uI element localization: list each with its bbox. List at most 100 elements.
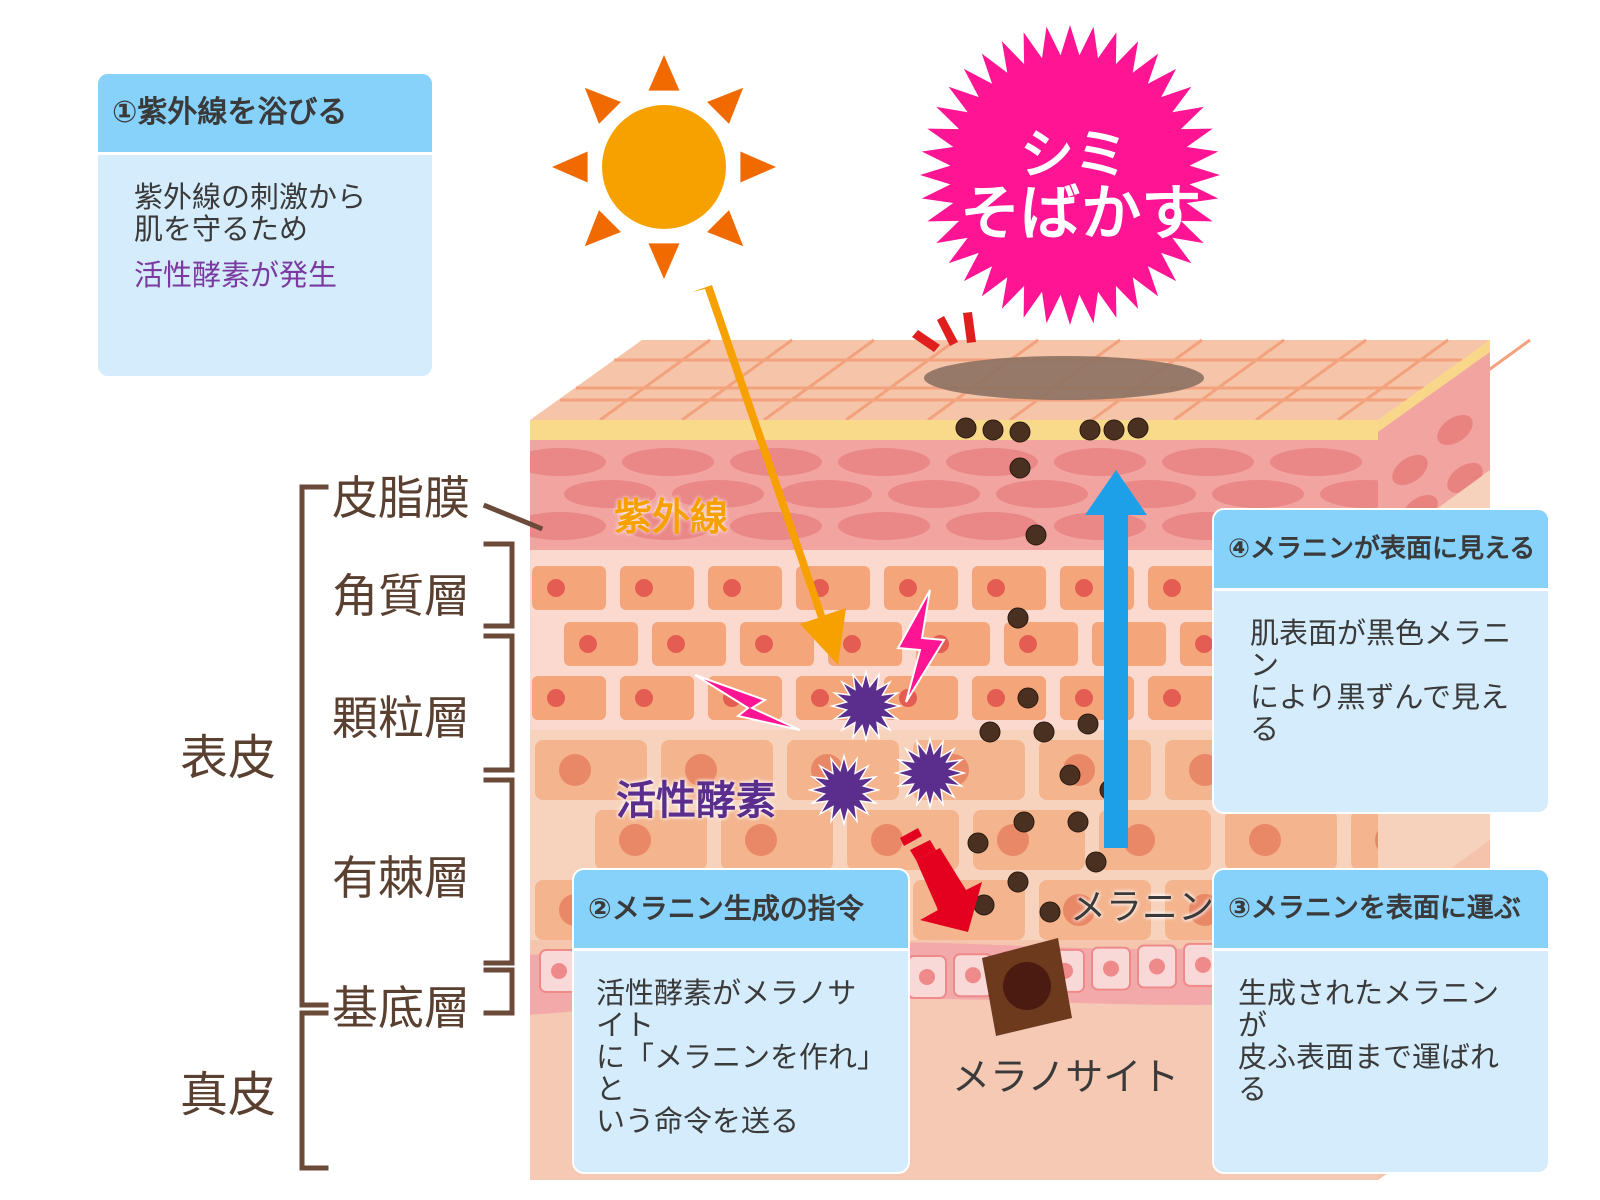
sebum-cell	[1162, 448, 1254, 476]
alert-marks	[912, 312, 976, 352]
granular-cell	[1004, 622, 1078, 666]
layer-brackets	[299, 484, 544, 1171]
granular-cell	[652, 622, 726, 666]
sebum-cell	[730, 512, 822, 540]
step4-title: ④メラニンが表面に見える	[1214, 510, 1548, 591]
melanin-up-arrow	[1085, 470, 1147, 848]
melanin-dot	[1077, 713, 1099, 735]
step3-box: ③メラニンを表面に運ぶ 生成されたメラニンが 皮ふ表面まで運ばれる	[1212, 868, 1550, 1174]
sun-ray	[648, 55, 680, 91]
command-arrow	[900, 828, 982, 932]
label-basal: 基底層	[332, 981, 470, 1035]
granular-cell	[532, 676, 606, 720]
burst-badge	[920, 25, 1220, 325]
burst-title-line2: そばかす	[960, 179, 1202, 249]
cell-nucleus	[1163, 579, 1181, 597]
sebum-cell	[946, 512, 1038, 540]
label-dermis: 真皮	[180, 1067, 277, 1123]
sun-ray	[707, 210, 744, 247]
sebum-cell	[672, 480, 764, 508]
granular-cell	[828, 622, 902, 666]
sebum-cell	[1054, 512, 1146, 540]
cell-nucleus	[1123, 824, 1155, 856]
granular-cell	[884, 566, 958, 610]
sebum-cell	[1212, 480, 1304, 508]
cell-nucleus	[755, 635, 773, 653]
step3-line1: 生成されたメラニンが	[1238, 976, 1500, 1042]
sebum-cell	[622, 512, 714, 540]
top-grid-line	[1173, 338, 1285, 422]
cell-nucleus	[1149, 958, 1165, 975]
label-sebum: 皮脂膜	[332, 471, 470, 525]
sebum-cell	[838, 448, 930, 476]
label-melanocyte: メラノサイト	[952, 1055, 1180, 1099]
sebum-cell	[888, 480, 980, 508]
step1-title: ①紫外線を浴びる	[98, 74, 432, 155]
melanin-dot	[1079, 419, 1101, 441]
sebum-cell	[838, 512, 930, 540]
cell-nucleus	[1019, 635, 1037, 653]
step2-line1: 活性酵素がメラノサイト	[596, 976, 857, 1042]
granular-cell	[564, 622, 638, 666]
granular-cell	[1092, 622, 1166, 666]
melanin-dot	[982, 419, 1004, 441]
cell-nucleus	[1195, 956, 1211, 973]
sebum-pointer	[482, 502, 544, 532]
sebum-cell	[730, 448, 822, 476]
cell-nucleus	[619, 824, 651, 856]
melanin-dot	[979, 721, 1001, 743]
label-uv: 紫外線	[614, 495, 729, 539]
cell-nucleus	[1195, 635, 1213, 653]
basal-bracket	[483, 967, 515, 1016]
melanin-dot	[1059, 764, 1081, 786]
step3-body: 生成されたメラニンが 皮ふ表面まで運ばれる	[1214, 951, 1548, 1105]
top-grid-line	[845, 338, 957, 422]
ros-star	[807, 753, 881, 827]
cell-nucleus	[547, 579, 565, 597]
melanin-dot	[1033, 721, 1055, 743]
label-granular: 顆粒層	[332, 691, 470, 745]
melanocyte-cell	[982, 938, 1072, 1036]
cell-nucleus	[811, 689, 829, 707]
step3-title: ③メラニンを表面に運ぶ	[1214, 870, 1548, 951]
cell-nucleus	[843, 635, 861, 653]
ros-particles	[807, 669, 967, 827]
granular-cell	[972, 566, 1046, 610]
step4-body: 肌表面が黒色メラニン により黒ずんで見える	[1214, 591, 1548, 745]
step2-body: 活性酵素がメラノサイト に「メラニンを作れ」と いう命令を送る	[574, 951, 908, 1137]
label-melanin: メラニン	[1070, 887, 1215, 928]
dark-spot	[924, 356, 1204, 400]
sun-ray	[740, 151, 776, 183]
melanin-dot	[1103, 419, 1125, 441]
granular-cell	[1148, 566, 1222, 610]
step2-title: ②メラニン生成の指令	[574, 870, 908, 951]
sun-ray	[648, 243, 680, 279]
cell-nucleus	[667, 635, 685, 653]
cell-nucleus	[579, 635, 597, 653]
corneum-bracket	[483, 541, 515, 629]
cell-nucleus	[1249, 824, 1281, 856]
step2-line3: いう命令を送る	[596, 1104, 800, 1138]
cell-nucleus	[547, 689, 565, 707]
sebum-cell	[530, 448, 606, 476]
cell-nucleus	[635, 689, 653, 707]
step1-line3: 活性酵素が発生	[134, 258, 338, 292]
ros-star	[893, 736, 967, 810]
spinous-cell	[1351, 810, 1378, 870]
cell-nucleus	[1075, 689, 1093, 707]
melanin-dot	[955, 417, 977, 439]
top-grid-line	[1255, 338, 1367, 422]
sebum-cell	[780, 480, 872, 508]
cell-nucleus	[723, 579, 741, 597]
cell-nucleus	[1375, 830, 1378, 850]
step4-line2: により黒ずんで見える	[1250, 680, 1509, 746]
sebum-cell	[564, 480, 656, 508]
sun-ray	[707, 87, 744, 124]
dermis-bracket	[299, 1010, 329, 1171]
granular-cell	[884, 676, 958, 720]
step2-box: ②メラニン生成の指令 活性酵素がメラノサイト に「メラニンを作れ」と いう命令を…	[572, 868, 910, 1174]
melanin-dot	[1007, 871, 1029, 893]
cell-nucleus	[965, 967, 981, 984]
cell-nucleus	[551, 963, 567, 979]
cell-nucleus	[987, 579, 1005, 597]
